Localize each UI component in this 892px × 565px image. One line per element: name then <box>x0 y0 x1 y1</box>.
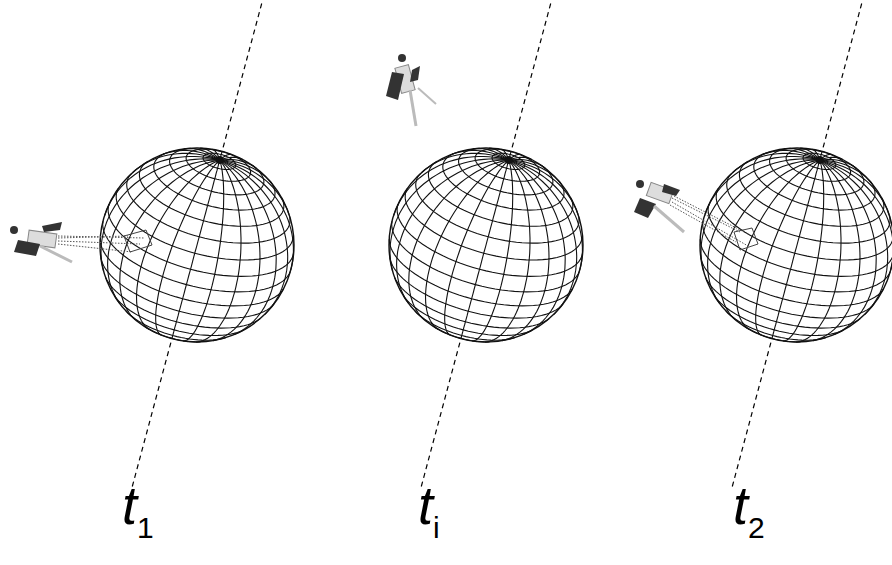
grid-line <box>472 160 513 341</box>
grid-line <box>403 296 532 336</box>
time-label: ti <box>418 478 440 543</box>
grid-line <box>101 159 220 271</box>
grid-line <box>220 160 272 183</box>
grid-line <box>172 160 220 339</box>
time-label: t2 <box>733 478 765 543</box>
grid-line <box>392 221 580 292</box>
grid-line <box>485 160 530 342</box>
wireframe-globe <box>100 148 294 342</box>
time-label: t1 <box>122 478 154 543</box>
grid-line <box>183 160 224 341</box>
grid-line <box>137 160 220 329</box>
grid-line <box>820 160 889 215</box>
grid-line <box>389 239 573 306</box>
grid-line <box>390 159 509 271</box>
grid-line <box>813 160 860 341</box>
globe-outline <box>700 148 892 342</box>
pole <box>505 156 513 164</box>
grid-line <box>445 160 509 335</box>
satellite <box>10 222 152 262</box>
grid-line <box>220 160 256 169</box>
grid-line <box>714 296 843 336</box>
grid-line <box>100 239 284 306</box>
grid-line <box>397 204 582 276</box>
grid-line <box>139 161 284 226</box>
grid-line <box>700 239 884 306</box>
grid-line <box>105 157 220 216</box>
grid-line <box>461 160 509 339</box>
grid-line <box>772 160 820 339</box>
grid-line <box>509 160 578 215</box>
grid-line <box>428 161 573 226</box>
grid-line <box>796 160 841 342</box>
grid-line <box>703 221 891 292</box>
grid-line <box>820 160 876 334</box>
grid-line <box>820 160 888 314</box>
grid-line <box>716 189 892 260</box>
grid-line <box>820 160 857 169</box>
grid-line <box>820 160 872 183</box>
grid-line <box>701 159 820 271</box>
grid-line <box>394 157 509 216</box>
grid-line <box>509 160 577 314</box>
grid-line <box>720 160 820 320</box>
grid-line <box>405 189 582 260</box>
grid-line <box>820 160 892 270</box>
pole <box>816 156 824 164</box>
grid-line <box>756 160 820 335</box>
grid-line <box>220 160 288 314</box>
wireframe-globe <box>389 148 583 342</box>
grid-line <box>509 160 583 270</box>
grid-line <box>708 204 892 276</box>
grid-line <box>509 160 565 334</box>
grid-line <box>103 221 291 292</box>
grid-line <box>426 160 509 329</box>
grid-line <box>783 160 824 341</box>
grid-line <box>156 160 220 335</box>
grid-line <box>114 296 243 336</box>
grid-line <box>220 160 289 215</box>
satellite <box>386 54 436 126</box>
globe-outline <box>389 148 583 342</box>
grid-line <box>220 160 276 334</box>
grid-line <box>213 160 260 341</box>
grid-line <box>502 160 549 341</box>
grid-line <box>120 160 220 320</box>
grid-line <box>509 160 546 169</box>
globe-outline <box>100 148 294 342</box>
pole <box>216 156 224 164</box>
satellite <box>634 180 758 250</box>
grid-line <box>220 160 294 270</box>
grid-line <box>116 189 293 260</box>
wireframe-globe <box>700 148 892 342</box>
grid-line <box>737 160 820 329</box>
grid-line <box>705 157 820 216</box>
grid-line <box>196 160 241 342</box>
grid-line <box>409 160 509 320</box>
grid-line <box>739 161 884 226</box>
grid-line <box>108 204 293 276</box>
grid-line <box>509 160 561 183</box>
